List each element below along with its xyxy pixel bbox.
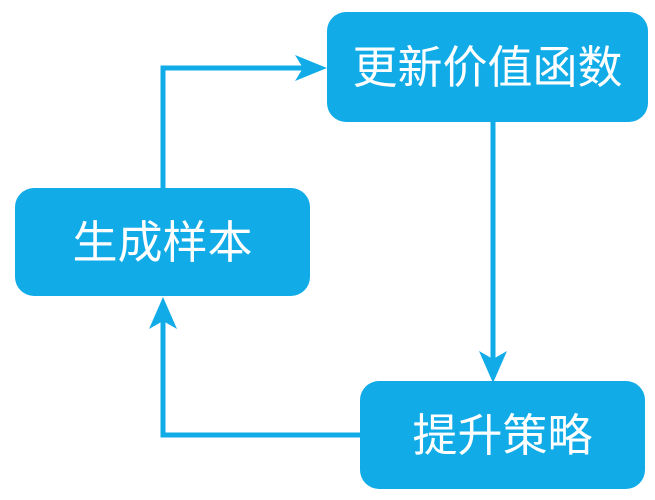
node-generate-sample[interactable]: 生成样本 [15, 188, 310, 296]
node-improve-policy[interactable]: 提升策略 [360, 381, 645, 489]
node-update-value-label: 更新价值函数 [352, 41, 623, 93]
node-generate-sample-label: 生成样本 [72, 216, 253, 268]
node-improve-policy-label: 提升策略 [412, 409, 593, 461]
arrowhead-up-icon [149, 297, 177, 329]
connector-generate-to-update [160, 55, 327, 188]
connector-update-to-improve [479, 122, 507, 383]
node-update-value[interactable]: 更新价值函数 [327, 12, 648, 122]
arrowhead-down-icon [479, 351, 507, 383]
arrowhead-right-icon [295, 55, 327, 81]
connector-improve-to-generate [149, 297, 360, 438]
